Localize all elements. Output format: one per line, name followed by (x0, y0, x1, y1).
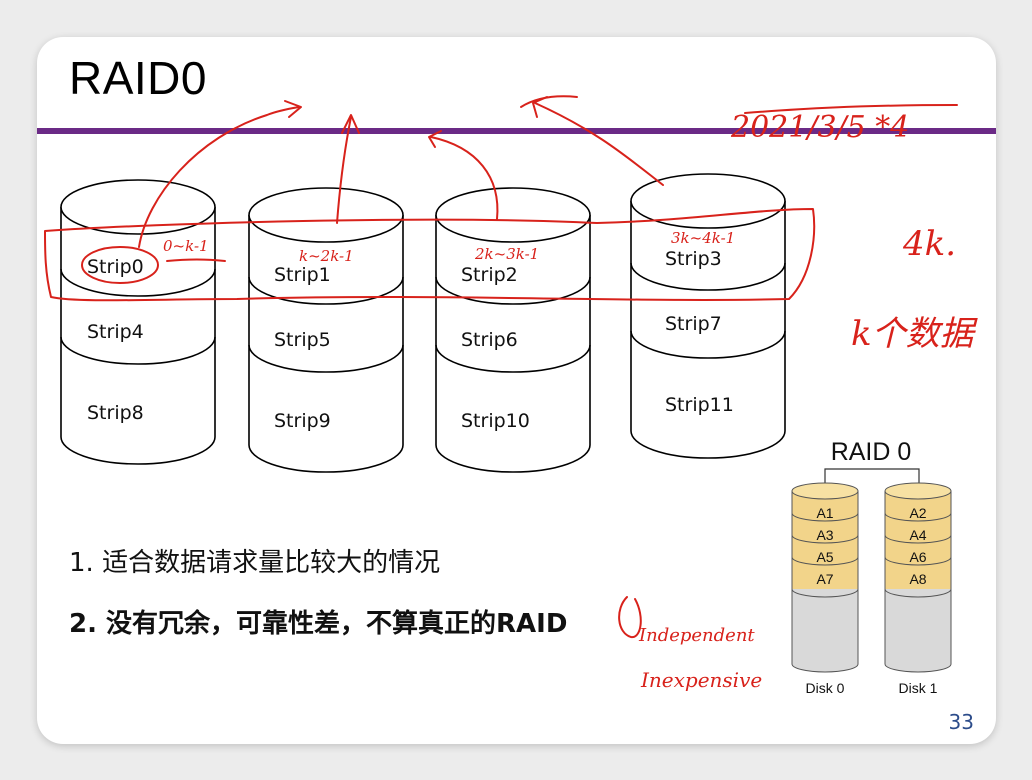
range-annotation: 0~k-1 (163, 237, 209, 255)
note-number: 1. (69, 548, 94, 578)
stripe-outline (44, 208, 816, 302)
mini-block-label: A3 (816, 527, 833, 543)
slide-drawing: Strip0 Strip4 Strip8 Strip1 Strip5 Strip… (44, 95, 979, 696)
mini-diagram-bracket (824, 468, 920, 485)
raid-word-annotation: Inexpensive (640, 668, 762, 692)
note-number: 2. (69, 609, 97, 639)
side-note-annotation: k个数据 (851, 314, 979, 354)
strip0-circle (81, 246, 159, 284)
strip-label: Strip10 (461, 410, 530, 432)
slide-title: RAID0 (69, 52, 207, 104)
arrow-up-disk1 (336, 116, 352, 224)
strip-label: Strip9 (274, 410, 331, 432)
strip-label: Strip5 (274, 329, 331, 351)
range-annotation: 3k~4k-1 (671, 229, 735, 247)
mini-block-label: A4 (909, 527, 926, 543)
mini-disk-label: Disk 1 (899, 680, 938, 696)
strip-label: Strip2 (461, 264, 518, 286)
mini-disk-1 (884, 482, 952, 673)
mini-block-label: A7 (816, 571, 833, 587)
page-number: 33 (948, 710, 974, 734)
arrow-up-disk2 (430, 136, 499, 220)
size-annotation: 4k. (902, 224, 956, 264)
disk-0 (60, 179, 216, 465)
mini-block-label: A2 (909, 505, 926, 521)
date-stroke (744, 104, 958, 114)
disk-3 (630, 173, 786, 459)
mini-diagram-title: RAID 0 (831, 438, 912, 466)
mini-disk-label: Disk 0 (806, 680, 845, 696)
strip-label: Strip6 (461, 329, 518, 351)
note-item-1: 1. 适合数据请求量比较大的情况 (69, 542, 440, 579)
strip-label: Strip7 (665, 313, 722, 335)
date-annotation: 2021/3/5 *4 (730, 110, 909, 145)
mini-block-label: A6 (909, 549, 926, 565)
strip-label: Strip0 (87, 256, 144, 278)
range-underline (166, 258, 226, 262)
arrow-tail-stroke (520, 95, 578, 108)
strip-label: Strip3 (665, 248, 722, 270)
range-annotation: k~2k-1 (299, 247, 354, 265)
disk-2 (435, 187, 591, 473)
mini-block-label: A8 (909, 571, 926, 587)
arrowhead (341, 114, 360, 134)
raid-word-annotation: Independent (638, 625, 755, 646)
mini-raid-diagram: RAID 0 (791, 438, 952, 696)
raid-scribble (618, 596, 642, 639)
mini-disk-0 (791, 482, 859, 673)
mini-block-label: A5 (816, 549, 833, 565)
strip-label: Strip4 (87, 321, 144, 343)
strip-label: Strip1 (274, 264, 331, 286)
note-text: 适合数据请求量比较大的情况 (102, 548, 441, 578)
title-divider (37, 128, 996, 134)
arrow-up-disk0 (138, 106, 300, 248)
slide: RAID0 (37, 37, 996, 744)
arrowhead (428, 130, 442, 148)
range-annotation: 2k~3k-1 (474, 245, 539, 263)
strip-label: Strip11 (665, 394, 734, 416)
handwritten-annotations (44, 95, 958, 639)
arrowhead (284, 100, 302, 118)
note-text: 没有冗余，可靠性差，不算真正的RAID (106, 609, 568, 639)
strip-label: Strip8 (87, 402, 144, 424)
note-item-2: 2. 没有冗余，可靠性差，不算真正的RAID (69, 603, 567, 640)
disk-1 (248, 187, 404, 473)
arrow-up-disk3 (534, 102, 664, 186)
mini-block-label: A1 (816, 505, 833, 521)
